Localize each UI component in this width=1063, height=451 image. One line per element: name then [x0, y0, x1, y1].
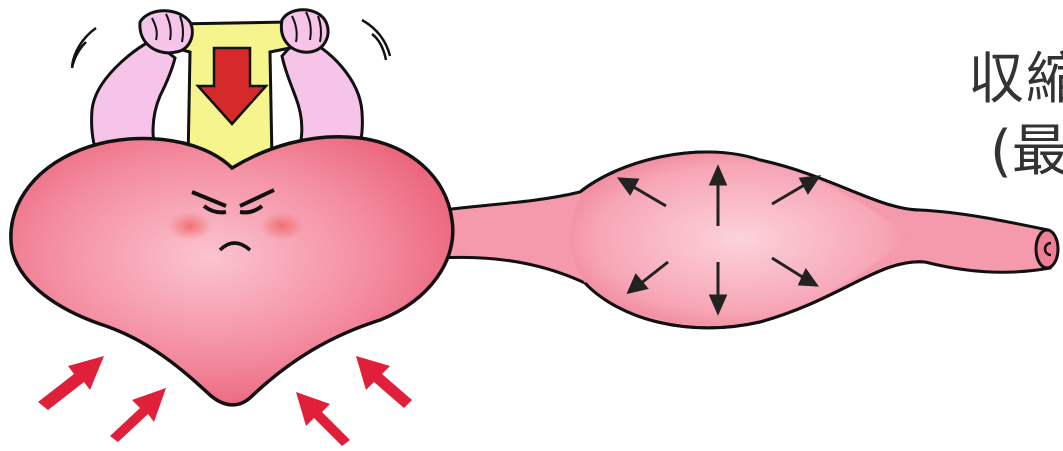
caption-line-2: (最 [990, 106, 1063, 187]
motion-lines-left [72, 28, 96, 68]
left-cheek [168, 212, 212, 240]
squeeze-arrow-2 [110, 388, 166, 442]
squeeze-arrow-4 [296, 392, 350, 446]
squeeze-arrow-1 [38, 356, 104, 410]
left-fist [140, 11, 192, 53]
caption-line-1: 収縮 [968, 34, 1063, 115]
right-cheek [260, 212, 304, 240]
squeeze-arrow-3 [356, 356, 412, 408]
vessel-opening [1036, 230, 1058, 268]
motion-lines-right [362, 20, 390, 60]
